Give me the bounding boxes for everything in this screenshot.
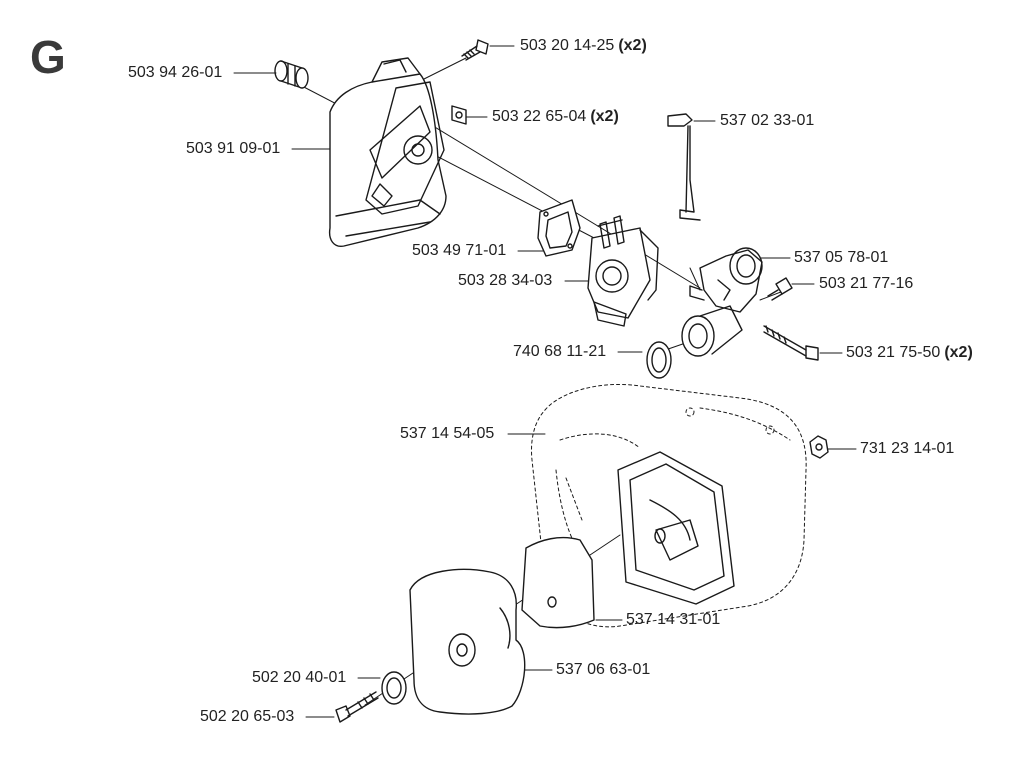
part-number: 503 21 75-50 [846,344,941,361]
part-number: 537 14 31-01 [626,611,721,628]
part-number: 503 94 26-01 [128,64,223,81]
intake-adapter [681,305,743,357]
part-label[interactable]: 740 68 11-21 [513,343,606,361]
screw-top [461,39,489,61]
part-number: 537 06 63-01 [556,661,651,678]
part-label[interactable]: 503 94 26-01 [128,64,222,82]
part-number: 537 14 54-05 [400,425,495,442]
section-letter: G [30,31,66,83]
square-nut [451,105,467,125]
part-qty: (x2) [590,108,619,125]
bottom-bolt [335,691,379,723]
part-label[interactable]: 503 28 34-03 [458,272,552,290]
part-number: 537 05 78-01 [794,249,889,266]
part-number: 502 20 40-01 [252,669,347,686]
part-number: 740 68 11-21 [513,343,607,360]
star-washer [381,671,407,705]
housing [531,383,807,628]
part-label[interactable]: 503 91 09-01 [186,140,280,158]
part-number: 503 28 34-03 [458,272,553,289]
part-label[interactable]: 537 14 31-01 [626,611,720,629]
screw-short [767,277,793,301]
carburetor [587,215,659,327]
part-number: 503 49 71-01 [412,242,507,259]
part-number: 503 20 14-25 [520,37,615,54]
part-label[interactable]: 503 22 65-04(x2) [492,108,619,126]
part-label[interactable]: 502 20 40-01 [252,669,346,687]
o-ring [646,341,672,379]
hex-nut [809,435,829,459]
intake-manifold [689,247,763,313]
part-number: 503 21 77-16 [819,275,914,292]
part-label[interactable]: 502 20 65-03 [200,708,294,726]
part-label[interactable]: 503 21 77-16 [819,275,913,293]
filter-element [521,536,595,629]
part-label[interactable]: 503 49 71-01 [412,242,506,260]
clip-part [274,60,309,89]
part-label[interactable]: 503 20 14-25(x2) [520,37,647,55]
part-label[interactable]: 537 02 33-01 [720,112,814,130]
part-number: 731 23 14-01 [860,440,955,457]
part-label[interactable]: 731 23 14-01 [860,440,954,458]
long-screw [763,325,819,361]
leader-lines [233,45,857,718]
part-number: 503 22 65-04 [492,108,587,125]
filter-cover-bracket [328,57,447,247]
part-qty: (x2) [618,37,647,54]
part-label[interactable]: 537 14 54-05 [400,425,494,443]
part-label[interactable]: 537 06 63-01 [556,661,650,679]
gasket [537,199,581,257]
part-qty: (x2) [944,344,973,361]
throttle-rod [667,113,701,221]
part-number: 537 02 33-01 [720,112,815,129]
part-number: 503 91 09-01 [186,140,281,157]
filter-cover [409,568,526,715]
part-label[interactable]: 537 05 78-01 [794,249,888,267]
housing-opening [617,451,735,605]
part-label[interactable]: 503 21 75-50(x2) [846,344,973,362]
part-number: 502 20 65-03 [200,708,295,725]
